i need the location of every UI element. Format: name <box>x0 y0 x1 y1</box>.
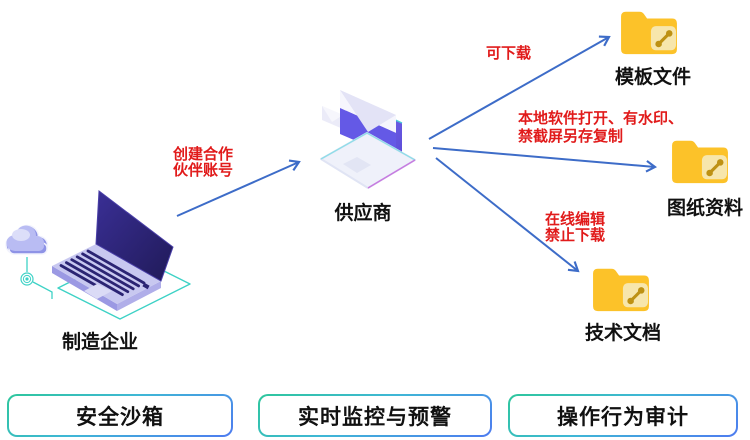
template-files-label: 模板文件 <box>614 67 691 88</box>
cloud-laptop-icon <box>5 190 191 320</box>
badge-label: 操作行为审计 <box>510 396 736 435</box>
cloud-shape <box>5 224 49 255</box>
drawing-files-label: 图纸资料 <box>666 198 743 219</box>
arrow-online-edit <box>435 157 580 273</box>
laptop-mail-icon <box>320 90 416 189</box>
badge-operation-audit: 操作行为审计 <box>508 394 738 437</box>
edge-label-line: 创建合作 <box>173 146 234 163</box>
edge-label-online-edit: 在线编辑 禁止下载 <box>545 212 605 244</box>
edge-label-create-account: 创建合作 伙伴账号 <box>173 147 233 179</box>
badge-label: 安全沙箱 <box>9 396 231 435</box>
badge-security-sandbox: 安全沙箱 <box>7 394 233 437</box>
arrow-downloadable <box>428 35 611 140</box>
edge-label-line: 本地软件打开、有水印、 <box>518 110 684 127</box>
small-envelope <box>322 106 343 129</box>
arrow-create-account <box>176 159 301 217</box>
manufacturer-label: 制造企业 <box>62 332 139 353</box>
tech-docs-label: 技术文档 <box>584 323 661 344</box>
folder-share-icon <box>621 11 677 55</box>
edge-label-line: 禁止下载 <box>545 227 606 244</box>
arrow-local-open <box>432 147 658 173</box>
folder-share-icon <box>593 268 649 312</box>
supplier-label: 供应商 <box>334 203 392 224</box>
folder-share-icon <box>672 140 728 184</box>
badge-label: 实时监控与预警 <box>260 396 490 435</box>
edge-label-downloadable: 可下载 <box>486 46 531 62</box>
edge-label-line: 禁截屏另存复制 <box>518 128 624 145</box>
edge-label-local-open: 本地软件打开、有水印、 禁截屏另存复制 <box>518 110 683 146</box>
edge-label-line: 伙伴账号 <box>173 162 234 179</box>
edge-label-line: 在线编辑 <box>545 211 606 228</box>
badge-realtime-monitoring: 实时监控与预警 <box>258 394 492 437</box>
edge-label-line: 可下载 <box>486 45 532 62</box>
